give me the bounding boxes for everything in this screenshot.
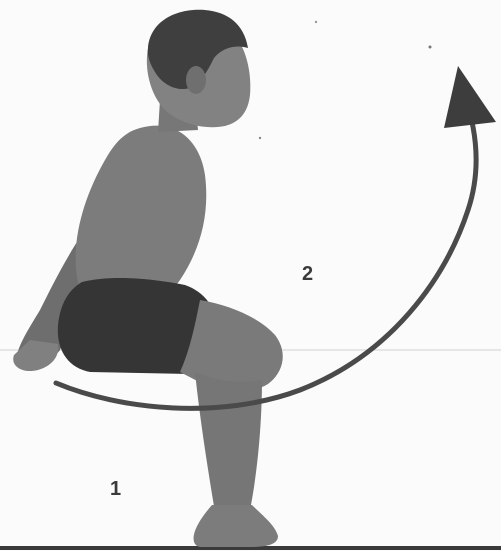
torso — [76, 126, 207, 298]
speck — [259, 137, 261, 139]
lower-leg — [195, 372, 262, 512]
foot — [194, 505, 278, 547]
step-label-2: 2 — [302, 263, 313, 286]
speck — [429, 46, 432, 49]
curved-upward-arrow-icon — [444, 66, 496, 128]
ear — [186, 66, 206, 94]
step-label-1: 1 — [110, 478, 121, 501]
speck — [315, 21, 317, 23]
hand — [13, 340, 58, 371]
